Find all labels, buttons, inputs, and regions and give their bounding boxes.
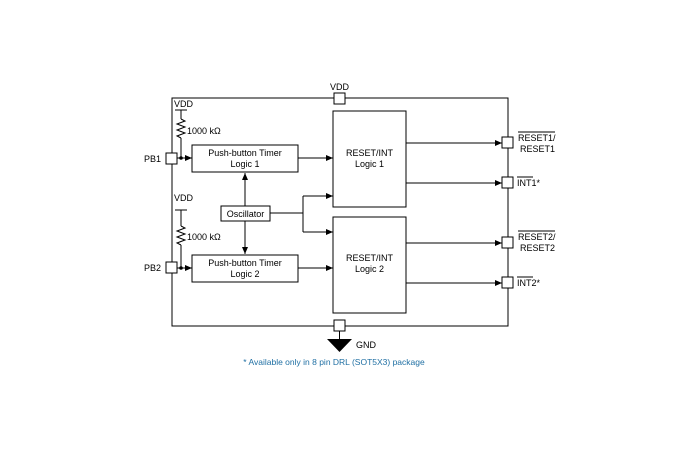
reset1-block-line2: Logic 1 bbox=[355, 159, 384, 169]
int2-pin bbox=[501, 276, 514, 289]
reset2-label: RESET2/ bbox=[518, 232, 556, 242]
vdd-pin bbox=[333, 92, 346, 105]
reset1-pin bbox=[501, 136, 514, 149]
footnote: * Available only in 8 pin DRL (SOT5X3) p… bbox=[243, 357, 425, 367]
reset1-block-line1: RESET/INT bbox=[346, 148, 394, 158]
timer1-line1: Push-button Timer bbox=[208, 148, 282, 158]
vdd2-label: VDD bbox=[174, 193, 194, 203]
reset-int-logic-2-block bbox=[332, 216, 407, 314]
oscillator-label: Oscillator bbox=[227, 209, 265, 219]
reset2-block-line1: RESET/INT bbox=[346, 253, 394, 263]
ground-symbol bbox=[327, 339, 352, 352]
int1-pin bbox=[501, 176, 514, 189]
int2-label: INT2* bbox=[517, 278, 541, 288]
resistor-1 bbox=[175, 118, 187, 139]
pb2-pin bbox=[165, 261, 178, 274]
gnd-pin-label: GND bbox=[356, 340, 377, 350]
int1-label: INT1* bbox=[517, 178, 541, 188]
pb1-label: PB1 bbox=[144, 154, 161, 164]
reset1-label: RESET1/ bbox=[518, 133, 556, 143]
r2-label: 1000 kΩ bbox=[187, 232, 221, 242]
resistor-2 bbox=[175, 225, 187, 246]
pb1-pin bbox=[165, 152, 178, 165]
timer2-line1: Push-button Timer bbox=[208, 258, 282, 268]
timer1-line2: Logic 1 bbox=[230, 159, 259, 169]
reset2-pin bbox=[501, 236, 514, 249]
vdd-pin-label: VDD bbox=[330, 82, 350, 92]
gnd-pin bbox=[333, 319, 346, 332]
reset2-block-line2: Logic 2 bbox=[355, 264, 384, 274]
reset2-label-alt: RESET2 bbox=[520, 243, 555, 253]
reset1-label-alt: RESET1 bbox=[520, 144, 555, 154]
timer2-line2: Logic 2 bbox=[230, 269, 259, 279]
r1-label: 1000 kΩ bbox=[187, 126, 221, 136]
reset-int-logic-1-block bbox=[332, 110, 407, 208]
pb2-label: PB2 bbox=[144, 263, 161, 273]
vdd1-label: VDD bbox=[174, 99, 194, 109]
